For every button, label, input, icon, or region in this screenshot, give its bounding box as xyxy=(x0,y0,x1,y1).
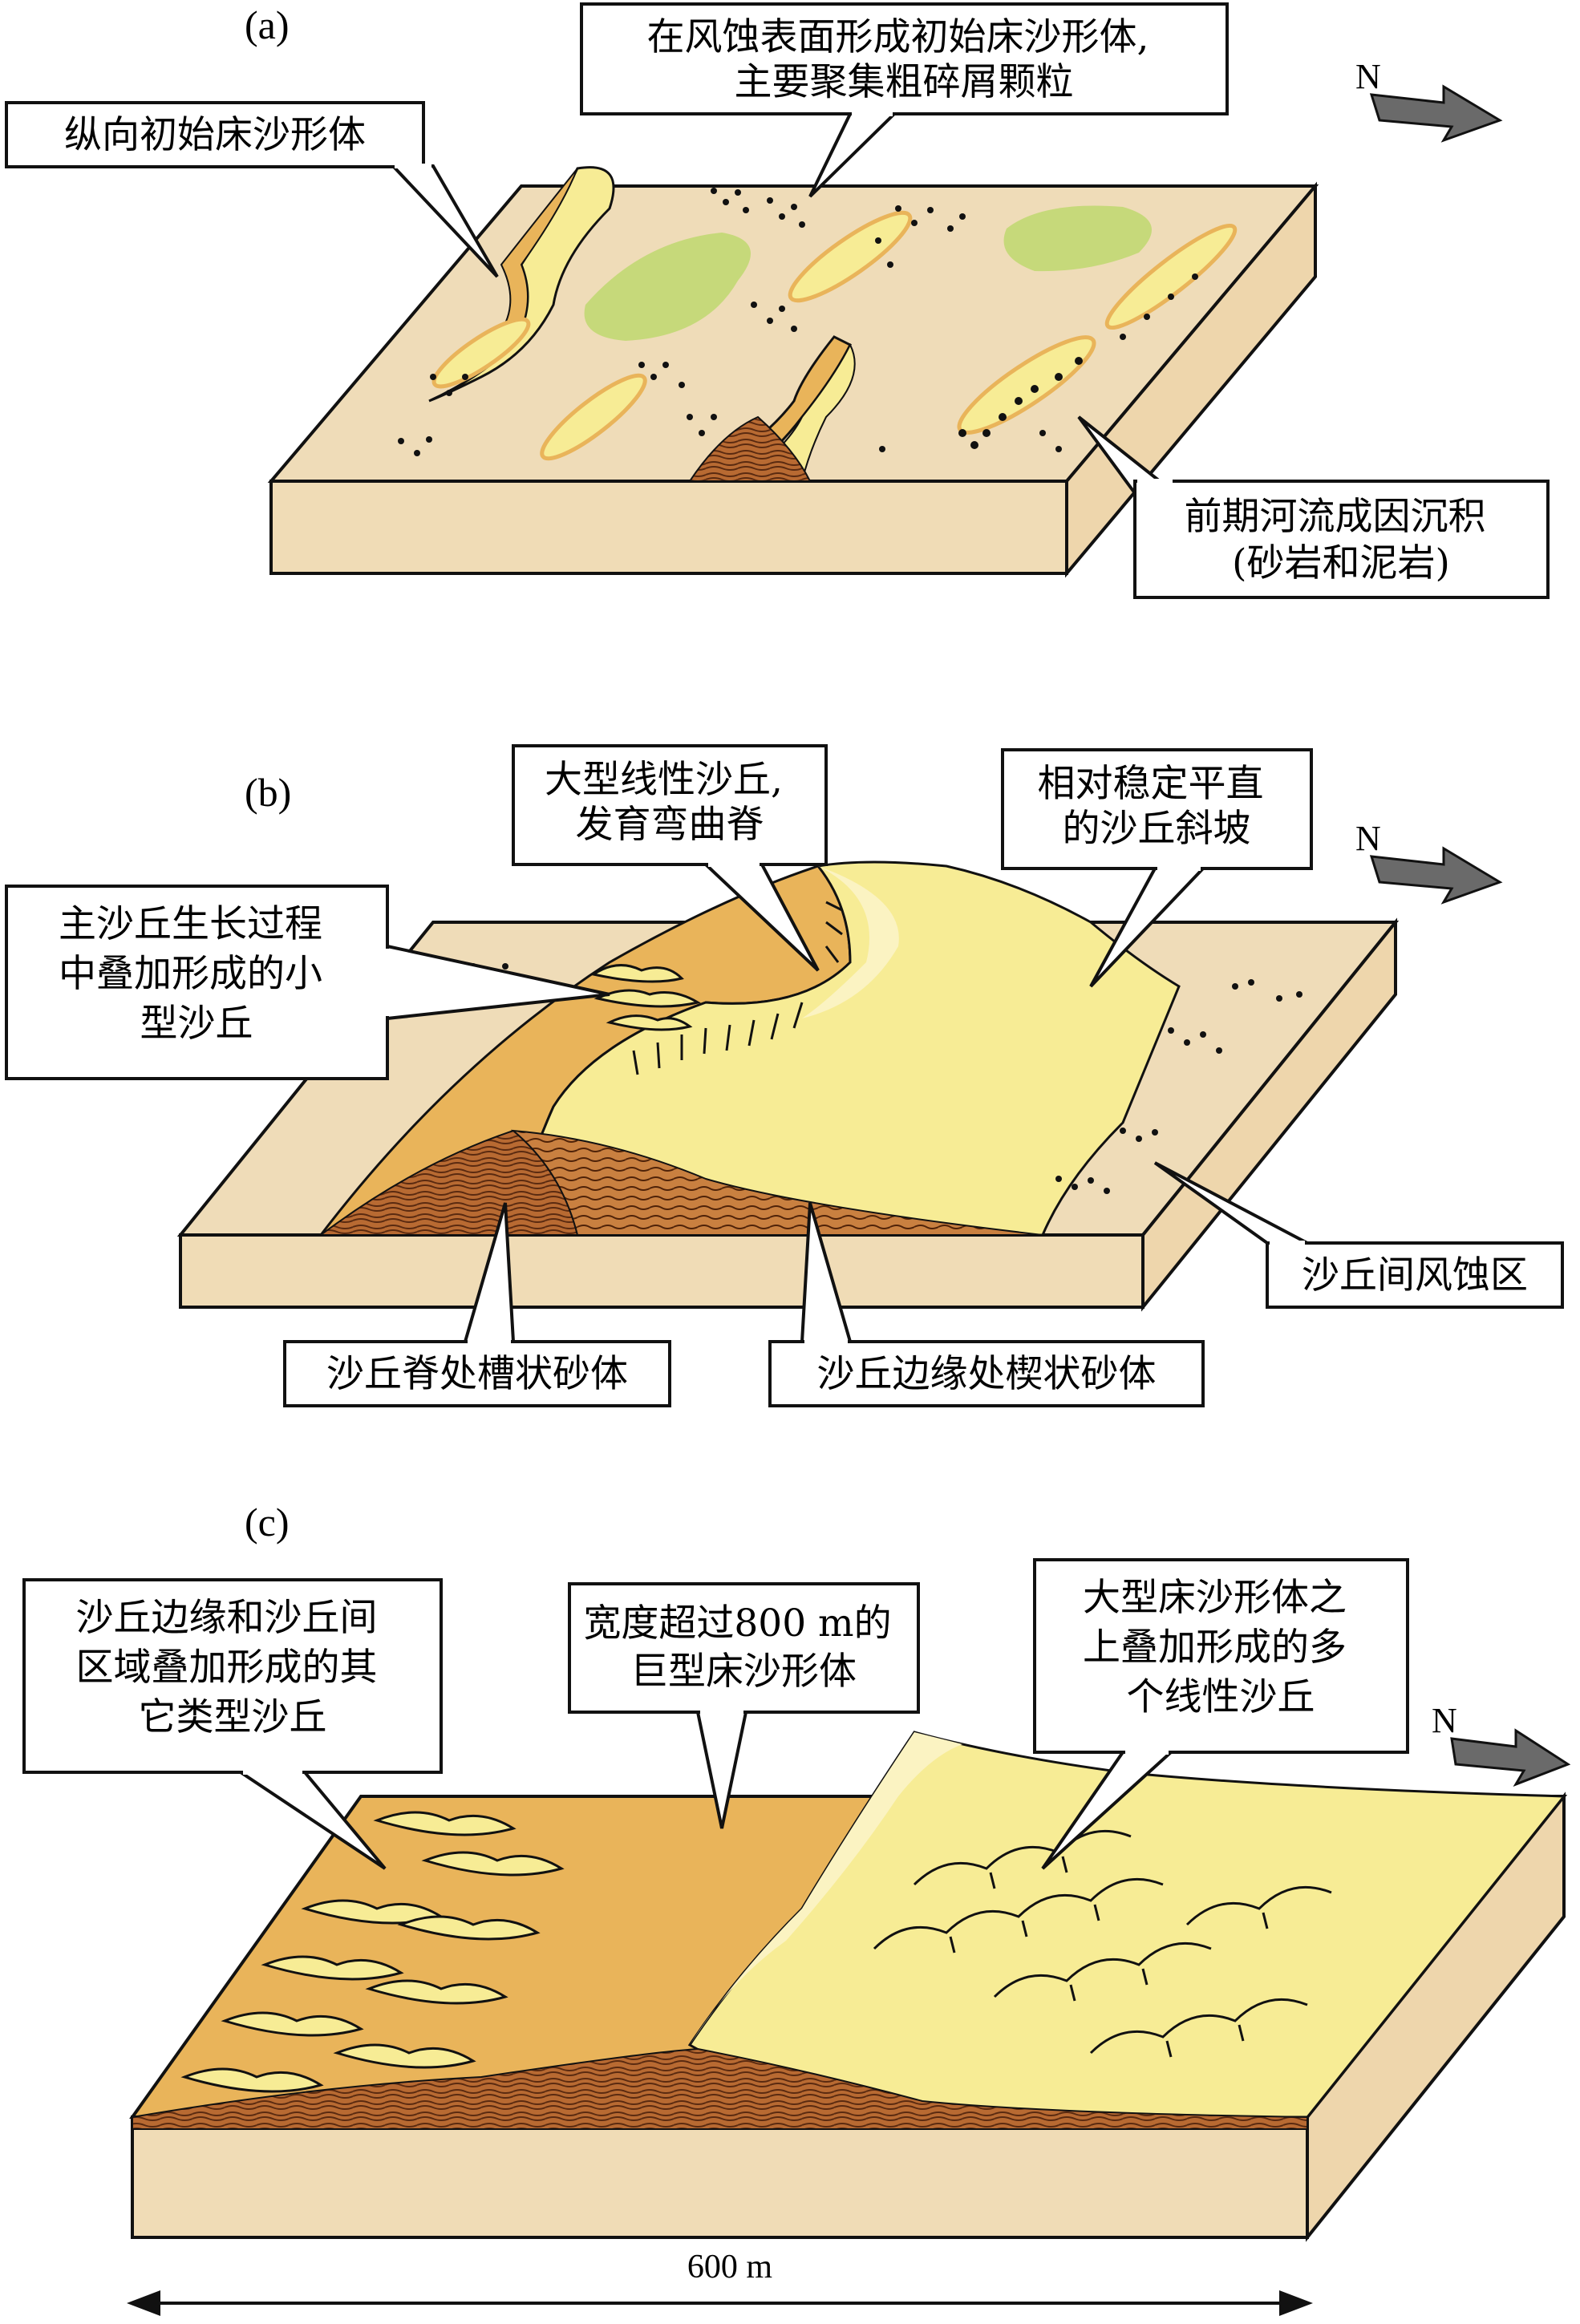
panel-b-wedge-strata xyxy=(510,1129,1043,1236)
callout-line: 的沙丘斜坡 xyxy=(1063,807,1251,851)
panel-b-front-face xyxy=(179,1233,1144,1309)
callout-line: 沙丘脊处槽状砂体 xyxy=(326,1352,628,1396)
scale-bar: 600 m xyxy=(127,2249,1313,2316)
panel-a-vegetation-patch xyxy=(584,233,751,341)
panel-b-side-face xyxy=(1141,917,1397,1312)
callout-line: 相对稳定平直 xyxy=(1038,762,1264,806)
panel-b-north-arrow-icon xyxy=(1369,846,1503,905)
panel-a-bedform xyxy=(540,373,647,461)
panel-c-north-arrow-icon xyxy=(1450,1728,1571,1787)
svg-text:沙丘间风蚀区: 沙丘间风蚀区 xyxy=(1302,1253,1528,1298)
panel-c-linear-dunes xyxy=(873,1829,1332,2055)
callout-line: 沙丘间风蚀区 xyxy=(1302,1253,1528,1298)
panel-a-north-arrow-icon xyxy=(1369,84,1503,143)
callout-line: 上叠加形成的多 xyxy=(1083,1626,1347,1670)
callout-line: 型沙丘 xyxy=(140,1002,253,1046)
callout-line: (砂岩和泥岩) xyxy=(1232,541,1450,585)
scale-bar-left-arrowhead-icon xyxy=(127,2290,160,2316)
panel-c-superimposed-dunes xyxy=(180,1811,565,2093)
panel-c-callout-other-dunes: 沙丘边缘和沙丘间 区域叠加形成的其 它类型沙丘 xyxy=(22,1578,443,1870)
panel-b-slipface-hatching xyxy=(632,901,843,1075)
svg-text:沙丘边缘和沙丘间 区域叠加形成的其: 沙丘边缘和沙丘间 区域叠加形成的其 它类型沙丘 xyxy=(76,1596,390,1739)
panel-a-callout-fluvial-deposits: 前期河流成因沉积 (砂岩和泥岩) xyxy=(1077,415,1550,599)
svg-text:大型线性沙丘, 发育弯曲脊: 大型线性沙丘, 发育弯曲脊 xyxy=(545,758,795,847)
panel-a-callout-surface-bedforms: 在风蚀表面形成初始床沙形体, 主要聚集粗碎屑颗粒 xyxy=(580,2,1229,198)
callout-line: 它类型沙丘 xyxy=(139,1695,327,1739)
panel-c-label: (c) xyxy=(245,1500,290,1545)
panel-c-slipface-marks xyxy=(949,1856,1269,2058)
svg-text:沙丘脊处槽状砂体: 沙丘脊处槽状砂体 xyxy=(326,1352,628,1396)
panel-c-callout-linear-dunes: 大型床沙形体之 上叠加形成的多 个线性沙丘 xyxy=(1033,1558,1409,1870)
callout-line: 主要聚集粗碎屑颗粒 xyxy=(735,60,1074,104)
callout-line: 宽度超过800 m的 xyxy=(583,1601,891,1646)
panel-b-small-dunes xyxy=(590,964,701,1031)
panel-b-callout-trough: 沙丘脊处槽状砂体 xyxy=(283,1202,671,1407)
scale-bar-label: 600 m xyxy=(687,2249,773,2286)
callout-line: 沙丘边缘和沙丘间 xyxy=(76,1596,378,1640)
svg-text:沙丘边缘处楔状砂体: 沙丘边缘处楔状砂体 xyxy=(817,1352,1157,1396)
svg-text:大型床沙形体之 上叠加形成的多: 大型床沙形体之 上叠加形成的多 个线性沙丘 xyxy=(1083,1576,1359,1719)
panel-b-north-label: N xyxy=(1355,819,1381,858)
callout-line: 在风蚀表面形成初始床沙形体, xyxy=(647,15,1149,59)
callout-line: 纵向初始床沙形体 xyxy=(64,113,366,157)
panel-c-block xyxy=(129,1731,1568,2242)
panel-a-bedform xyxy=(788,210,913,303)
svg-text:纵向初始床沙形体: 纵向初始床沙形体 xyxy=(64,113,366,157)
panel-a-bedform xyxy=(1104,223,1238,330)
callout-line: 大型床沙形体之 xyxy=(1083,1576,1347,1620)
panel-b-callout-wedge: 沙丘边缘处楔状砂体 xyxy=(768,1202,1205,1407)
panel-a-bedform xyxy=(431,317,531,389)
callout-line: 巨型床沙形体 xyxy=(630,1650,857,1694)
panel-a-vegetation-patch xyxy=(1003,205,1152,272)
panel-c-strata xyxy=(132,2047,1308,2130)
panel-b-dune-crest xyxy=(802,866,899,1018)
panel-b: (b) xyxy=(5,744,1564,1407)
callout-line: 大型线性沙丘, xyxy=(545,758,783,802)
svg-text:前期河流成因沉积 (砂岩和泥岩): 前期河流成因沉积 (砂岩和泥岩) xyxy=(1185,495,1498,585)
panel-b-callout-linear-dune: 大型线性沙丘, 发育弯曲脊 xyxy=(512,744,828,972)
scale-bar-right-arrowhead-icon xyxy=(1279,2290,1313,2316)
panel-c-callout-giant-bedform: 宽度超过800 m的 巨型床沙形体 xyxy=(568,1582,920,1829)
callout-line: 中叠加形成的小 xyxy=(59,952,322,996)
panel-a-bedform xyxy=(957,335,1096,435)
panel-b-callout-interdune: 沙丘间风蚀区 xyxy=(1153,1161,1564,1309)
panel-a-coarse-grains xyxy=(398,188,1198,456)
panel-c-crest-band xyxy=(690,1732,962,2045)
panel-b-callout-stable-slope: 相对稳定平直 的沙丘斜坡 xyxy=(1001,748,1313,988)
panel-a-front-face xyxy=(269,480,1068,575)
panel-c-north-label: N xyxy=(1432,1701,1457,1740)
callout-line: 沙丘边缘处楔状砂体 xyxy=(817,1352,1157,1396)
panel-a-label: (a) xyxy=(245,2,290,47)
panel-a: (a) xyxy=(5,2,1550,599)
callout-line: 主沙丘生长过程 xyxy=(59,902,322,946)
svg-text:相对稳定平直 的沙丘斜坡: 相对稳定平直 的沙丘斜坡 xyxy=(1038,762,1276,851)
callout-line: 前期河流成因沉积 xyxy=(1185,495,1486,539)
panel-a-callout-longitudinal: 纵向初始床沙形体 xyxy=(5,101,499,278)
panel-a-north-label: N xyxy=(1355,57,1381,96)
panel-c: (c) xyxy=(22,1500,1571,2316)
callout-line: 发育弯曲脊 xyxy=(576,803,764,847)
panel-c-front-face xyxy=(131,2115,1309,2239)
callout-line: 个线性沙丘 xyxy=(1127,1675,1315,1719)
svg-text:在风蚀表面形成初始床沙形体, 主要聚集粗碎屑: 在风蚀表面形成初始床沙形体, 主要聚集粗碎屑颗粒 xyxy=(647,15,1161,104)
panel-b-callout-small-dunes: 主沙丘生长过程 中叠加形成的小 型沙丘 xyxy=(5,885,610,1080)
svg-text:主沙丘生长过程 中叠加形成的小: 主沙丘生长过程 中叠加形成的小 型沙丘 xyxy=(59,902,334,1046)
panel-a-stratification xyxy=(688,415,812,482)
svg-text:宽度超过800 m的 巨型床沙形体: 宽度超过800 m的 巨型床沙形体 xyxy=(583,1601,903,1694)
callout-line: 区域叠加形成的其 xyxy=(76,1646,378,1690)
panel-b-label: (b) xyxy=(245,770,291,815)
